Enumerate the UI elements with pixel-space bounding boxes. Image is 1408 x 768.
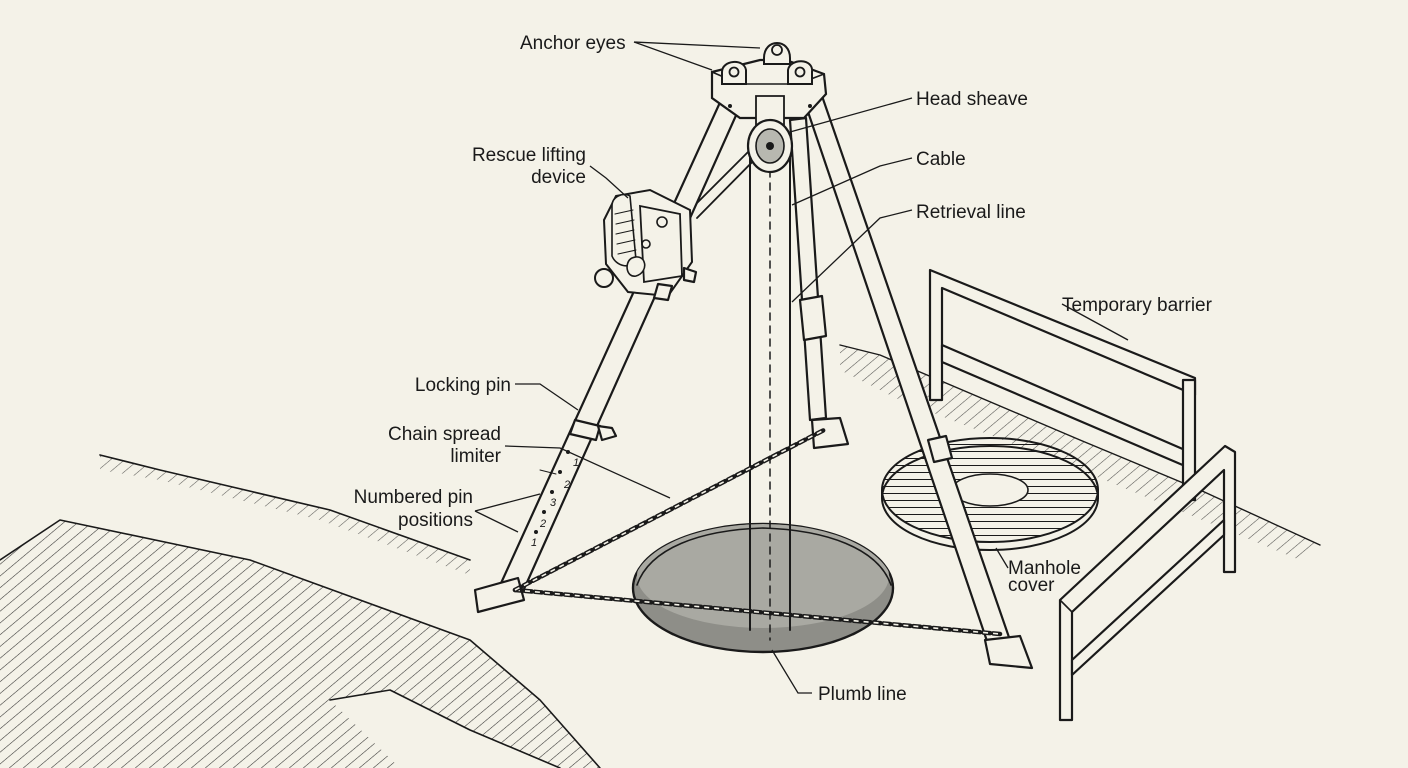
label-cable: Cable <box>916 149 966 170</box>
leader-lines <box>474 41 1129 694</box>
rear-leg <box>788 116 850 450</box>
label-chain-spread-limiter-line2: limiter <box>450 446 501 467</box>
ground-hatching <box>0 344 1321 768</box>
label-chain-spread-limiter-line1: Chain spread <box>388 424 501 445</box>
manhole-opening <box>631 522 895 654</box>
anchor-eye-right <box>787 60 814 85</box>
label-manhole-cover-line2: cover <box>1008 575 1055 596</box>
lines <box>689 139 791 641</box>
head-sheave <box>746 95 794 174</box>
tripod-head <box>710 42 828 120</box>
manhole-cover <box>881 437 1099 551</box>
labels: Anchor eyes Head sheave Rescue lifting d… <box>354 33 1213 705</box>
temporary-barrier <box>928 268 1237 722</box>
label-manhole-cover-line1: Manhole <box>1008 558 1081 579</box>
label-retrieval-line: Retrieval line <box>916 202 1026 223</box>
label-rescue-lifting-device-line2: device <box>531 167 586 188</box>
label-temporary-barrier: Temporary barrier <box>1062 295 1213 316</box>
pin-number-1: 1 <box>573 457 579 469</box>
label-numbered-pin-positions-line2: positions <box>398 510 473 531</box>
chain-spread-limiter <box>512 427 1003 637</box>
label-rescue-lifting-device-line1: Rescue lifting <box>472 145 586 166</box>
anchor-eye-top <box>763 42 791 65</box>
pin-number-4: 2 <box>539 518 546 530</box>
pin-number-5: 1 <box>531 537 537 549</box>
label-head-sheave: Head sheave <box>916 89 1028 110</box>
pin-number-3: 3 <box>550 497 557 509</box>
label-anchor-eyes: Anchor eyes <box>520 33 626 54</box>
label-plumb-line: Plumb line <box>818 684 907 705</box>
label-locking-pin: Locking pin <box>415 375 511 396</box>
label-numbered-pin-positions-line1: Numbered pin <box>354 487 473 508</box>
pin-number-2: 2 <box>563 479 570 491</box>
rescue-lifting-device <box>594 188 698 302</box>
anchor-eye-left <box>721 61 747 85</box>
